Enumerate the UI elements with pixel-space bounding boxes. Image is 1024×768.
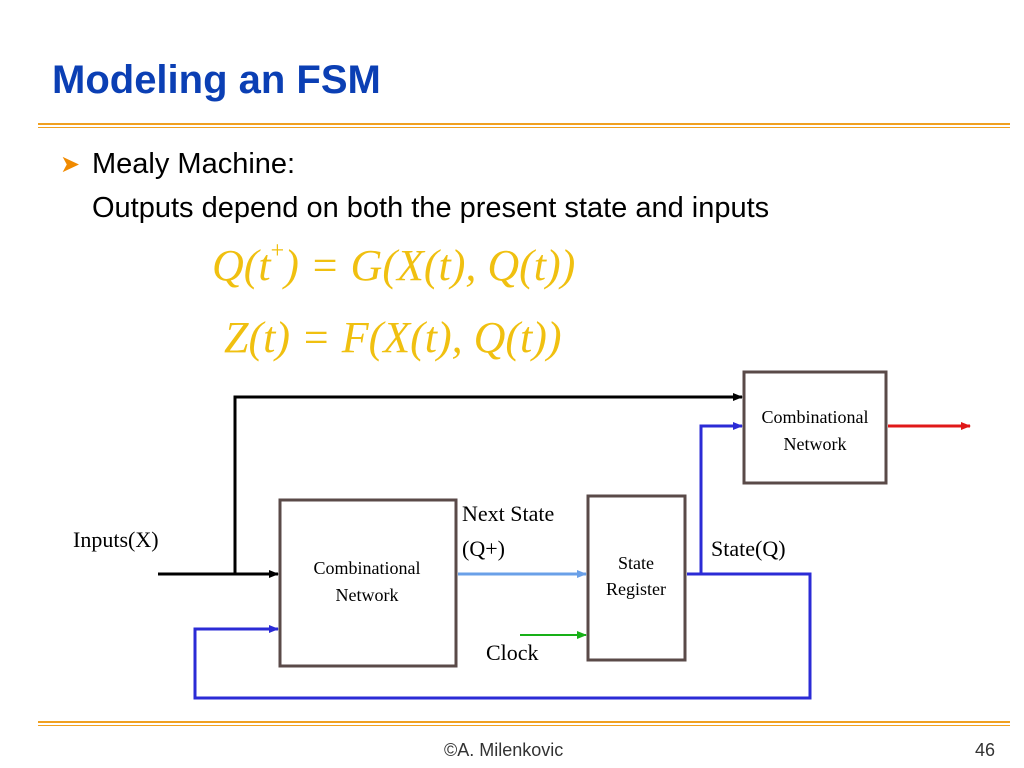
bullet-arrow-icon: ➤ <box>60 150 81 178</box>
next-state-label-line2: (Q+) <box>462 536 505 561</box>
footer-divider <box>38 721 1010 723</box>
bullet-heading: Mealy Machine: <box>92 148 296 180</box>
comb-network-output-block <box>742 370 888 485</box>
block-label-line: Combinational <box>762 407 869 427</box>
block-label-line: State <box>618 553 654 573</box>
footer-divider-thin <box>38 725 1010 726</box>
block-label-line: Register <box>606 579 666 599</box>
bullet-description: Outputs depend on both the present state… <box>92 192 770 224</box>
state-feedback-wire <box>193 572 812 700</box>
state-label: State(Q) <box>711 536 786 561</box>
next-state-rhs: ) = G(X(t), Q(t)) <box>284 241 576 290</box>
next-state-lhs: Q(t <box>212 241 271 290</box>
footer-author: ©A. Milenkovic <box>444 740 564 760</box>
slide-title: Modeling an FSM <box>52 58 381 102</box>
next-state-label-line1: Next State <box>462 501 554 526</box>
output-equation: Z(t) = F(X(t), Q(t)) <box>224 313 562 362</box>
state-to-output-network-wire <box>699 422 743 574</box>
title-divider-thin <box>38 127 1010 128</box>
state-register-block <box>586 494 687 662</box>
block-label-line: Network <box>336 585 399 605</box>
next-state-equation: Q(t+) = G(X(t), Q(t)) <box>212 238 575 291</box>
block-label-line: Combinational <box>314 558 421 578</box>
next-state-sup: + <box>270 238 285 264</box>
bullet-text: Mealy Machine: Outputs depend on both th… <box>92 142 769 230</box>
input-to-output-network-wire <box>233 393 743 574</box>
inputs-label: Inputs(X) <box>73 527 159 552</box>
clock-label: Clock <box>486 640 539 665</box>
comb-network-input-block <box>278 498 458 668</box>
block-label-line: Network <box>784 434 847 454</box>
title-divider <box>38 123 1010 125</box>
page-number: 46 <box>975 740 996 760</box>
